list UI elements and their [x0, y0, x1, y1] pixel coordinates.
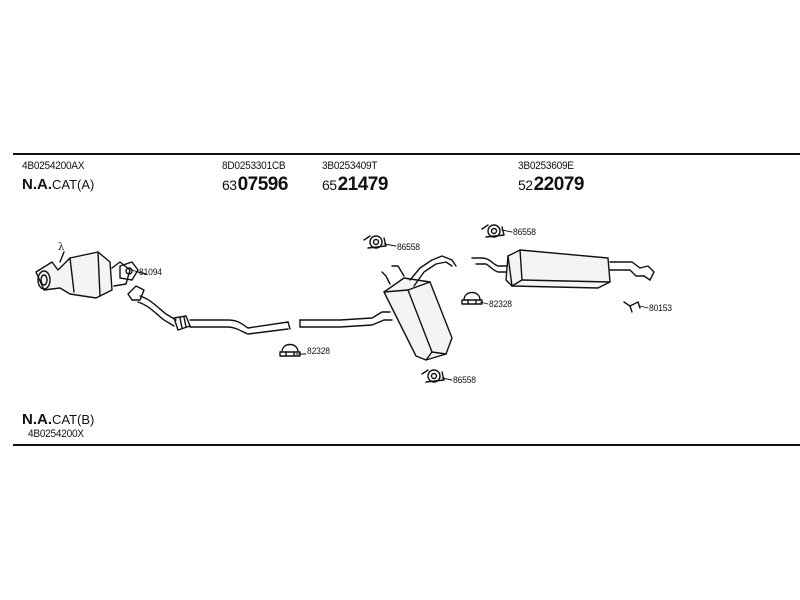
- part-1-prefix: 63: [222, 177, 237, 193]
- part-3-oem: 3B0253609E: [518, 160, 574, 172]
- part-2-number[interactable]: 6521479: [322, 174, 388, 196]
- rear-bracket-part[interactable]: [623, 301, 641, 313]
- middle-silencer[interactable]: [381, 255, 457, 361]
- variant-top-cat: CAT(A): [52, 177, 95, 192]
- variant-bottom-cat: CAT(B): [52, 412, 95, 427]
- variant-top-oem: 4B0254200AX: [22, 160, 85, 172]
- part-2-main: 21479: [337, 174, 389, 195]
- hanger-rear-top-part[interactable]: [481, 224, 505, 238]
- callout-hanger-mid-top[interactable]: 86558: [397, 242, 420, 253]
- part-3-prefix: 52: [518, 177, 533, 193]
- clamp-rear-part[interactable]: [461, 291, 483, 305]
- hanger-mid-top-part[interactable]: [363, 235, 387, 249]
- variant-bottom-label: N.A.CAT(B): [22, 411, 94, 428]
- callout-cat-gasket[interactable]: 81094: [139, 267, 162, 278]
- lambda-sensor-symbol: λ: [58, 242, 65, 253]
- clamp-front-part[interactable]: [279, 343, 301, 357]
- catalytic-converter[interactable]: [35, 251, 131, 299]
- bottom-divider: [13, 444, 800, 446]
- variant-top-label: N.A.CAT(A): [22, 176, 94, 193]
- part-2-oem: 3B0253409T: [322, 160, 378, 172]
- middle-pipe[interactable]: [299, 311, 393, 328]
- callout-clamp-front[interactable]: 82328: [307, 346, 330, 357]
- part-1-number[interactable]: 6307596: [222, 174, 288, 196]
- part-1-main: 07596: [237, 174, 289, 195]
- callout-hanger-rear-top[interactable]: 86558: [513, 227, 536, 238]
- cat-gasket-part[interactable]: [119, 261, 147, 281]
- variant-bottom-oem: 4B0254200X: [28, 428, 84, 440]
- top-divider: [13, 153, 800, 155]
- callout-clamp-rear[interactable]: 82328: [489, 299, 512, 310]
- hanger-mid-bottom-part[interactable]: [421, 369, 445, 383]
- front-pipe[interactable]: [127, 285, 291, 335]
- variant-bottom-prefix: N.A.: [22, 411, 52, 428]
- part-3-main: 22079: [533, 174, 585, 195]
- part-2-prefix: 65: [322, 177, 337, 193]
- callout-rear-bracket[interactable]: 80153: [649, 303, 672, 314]
- rear-silencer[interactable]: [471, 249, 655, 289]
- variant-top-prefix: N.A.: [22, 176, 52, 193]
- part-1-oem: 8D0253301CB: [222, 160, 286, 172]
- leader-lines: [131, 229, 649, 381]
- part-3-number[interactable]: 5222079: [518, 174, 584, 196]
- callout-hanger-mid-bottom[interactable]: 86558: [453, 375, 476, 386]
